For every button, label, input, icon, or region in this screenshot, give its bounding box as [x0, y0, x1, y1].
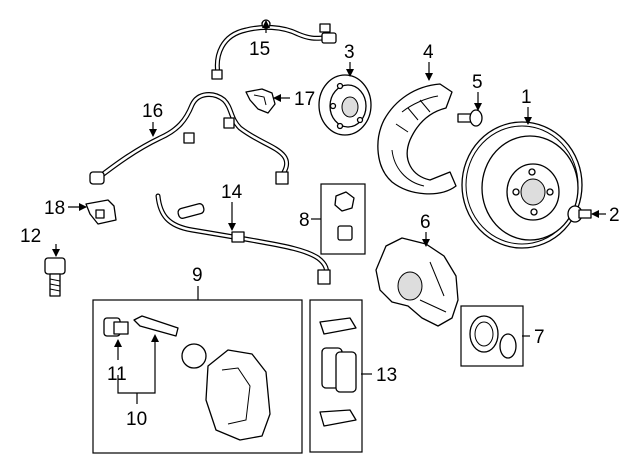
caliper-seal-kit-box: [460, 305, 524, 367]
brake-wear-sensor-cable: [155, 193, 331, 285]
speed-sensor-cable-lower: [89, 92, 290, 185]
rotor-screw: [567, 205, 592, 223]
speed-sensor-cable-upper: [211, 19, 337, 80]
brake-rotor: [461, 121, 583, 249]
callout-15: 15: [249, 39, 270, 60]
callout-16: 16: [142, 101, 163, 122]
brake-caliper: [375, 237, 459, 327]
sensor-clip: [85, 199, 117, 225]
callout-2: 2: [609, 205, 620, 226]
callout-7: 7: [534, 327, 545, 348]
leader-lines: [52, 20, 606, 404]
callout-12: 12: [20, 226, 41, 247]
callout-4: 4: [423, 42, 434, 63]
guide-pin-kit-box: [320, 183, 366, 255]
callout-17: 17: [294, 89, 315, 110]
callout-5: 5: [472, 72, 483, 93]
callout-labels: 1 2 3 4 5 6 7 8 9 10 11 12 13 14 15 16 1…: [20, 39, 620, 430]
callout-11: 11: [107, 364, 127, 385]
dust-shield: [377, 83, 457, 195]
callout-14: 14: [221, 182, 243, 203]
callout-18: 18: [44, 198, 65, 219]
callout-13: 13: [376, 365, 397, 386]
callout-10: 10: [126, 409, 147, 430]
bolt-12: [44, 257, 66, 297]
callout-9: 9: [192, 265, 203, 286]
callout-8: 8: [299, 210, 310, 231]
bracket-clip: [245, 88, 276, 114]
callout-6: 6: [420, 212, 431, 233]
brake-pad-kit-box: [309, 299, 363, 453]
callout-1: 1: [521, 87, 532, 108]
hub-bearing: [318, 74, 372, 136]
callout-3: 3: [344, 42, 355, 63]
shield-screw: [457, 109, 483, 127]
caliper-bracket-kit-box: [92, 299, 303, 454]
